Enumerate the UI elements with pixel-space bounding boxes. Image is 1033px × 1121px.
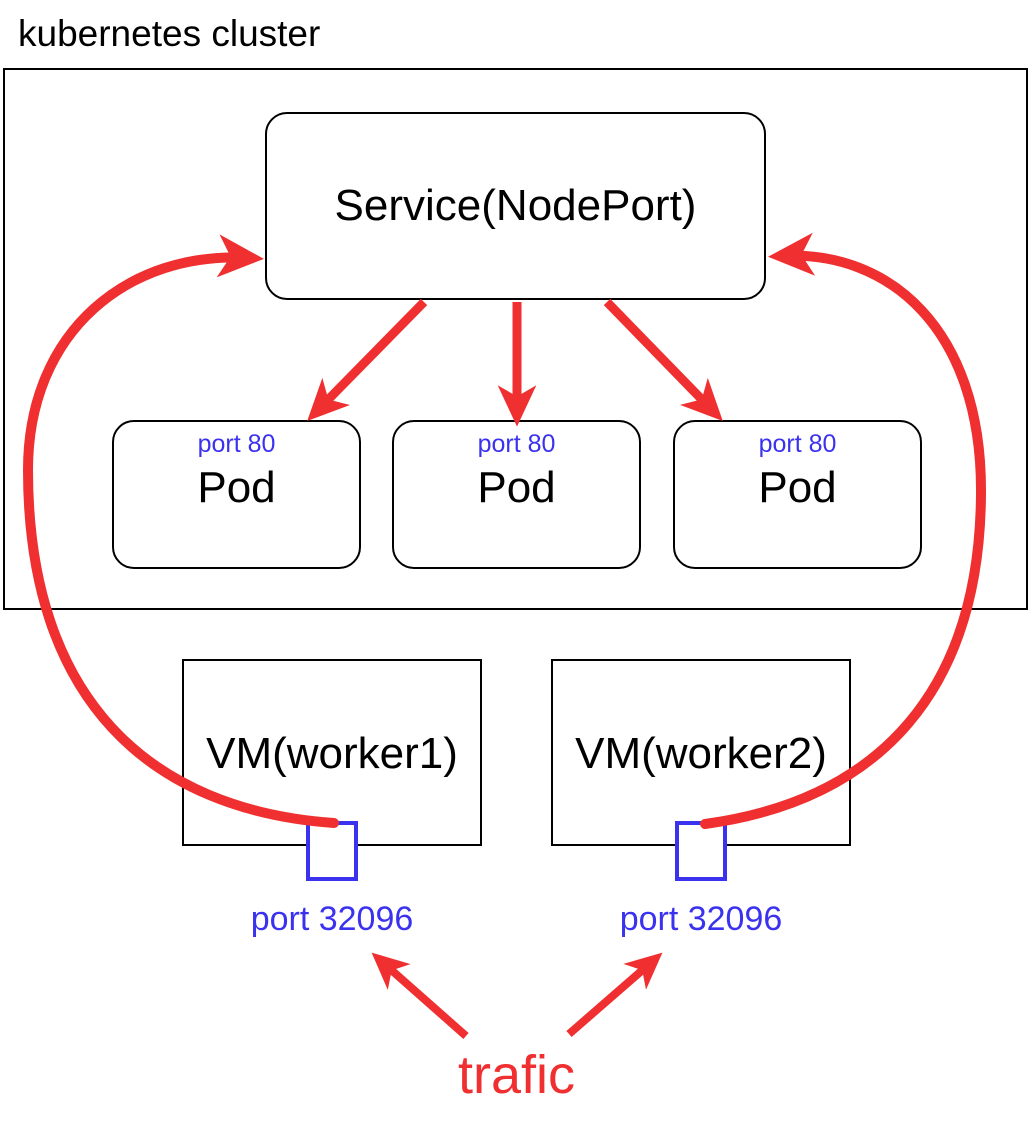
arrow-traffic-to-nodeport1 — [371, 952, 469, 1039]
pod-label-3: Pod — [758, 463, 837, 512]
pod-port-label-1: port 80 — [197, 430, 276, 458]
service-nodeport-box[interactable]: Service(NodePort) — [265, 112, 766, 300]
nodeport-square-worker1[interactable] — [306, 821, 358, 881]
cluster-title: kubernetes cluster — [18, 13, 321, 54]
pod-box-2[interactable]: port 80 Pod — [392, 420, 641, 569]
service-label: Service(NodePort) — [334, 181, 697, 230]
vm-box-worker1[interactable]: VM(worker1) — [182, 659, 482, 846]
pod-label-1: Pod — [197, 463, 276, 512]
pod-label-2: Pod — [477, 463, 556, 512]
arrow-traffic-to-nodeport2 — [566, 952, 663, 1038]
vm-label-worker2: VM(worker2) — [575, 728, 827, 778]
pod-port-label-3: port 80 — [758, 430, 837, 458]
pod-box-1[interactable]: port 80 Pod — [112, 420, 361, 569]
pod-box-3[interactable]: port 80 Pod — [673, 420, 922, 569]
nodeport-label-worker2: port 32096 — [619, 900, 783, 938]
kubernetes-cluster-boundary — [3, 68, 1028, 610]
vm-box-worker2[interactable]: VM(worker2) — [551, 659, 851, 846]
vm-label-worker1: VM(worker1) — [206, 728, 458, 778]
pod-port-label-2: port 80 — [477, 430, 556, 458]
nodeport-label-worker1: port 32096 — [250, 900, 414, 938]
nodeport-square-worker2[interactable] — [675, 821, 727, 881]
traffic-label: trafic — [457, 1045, 576, 1105]
